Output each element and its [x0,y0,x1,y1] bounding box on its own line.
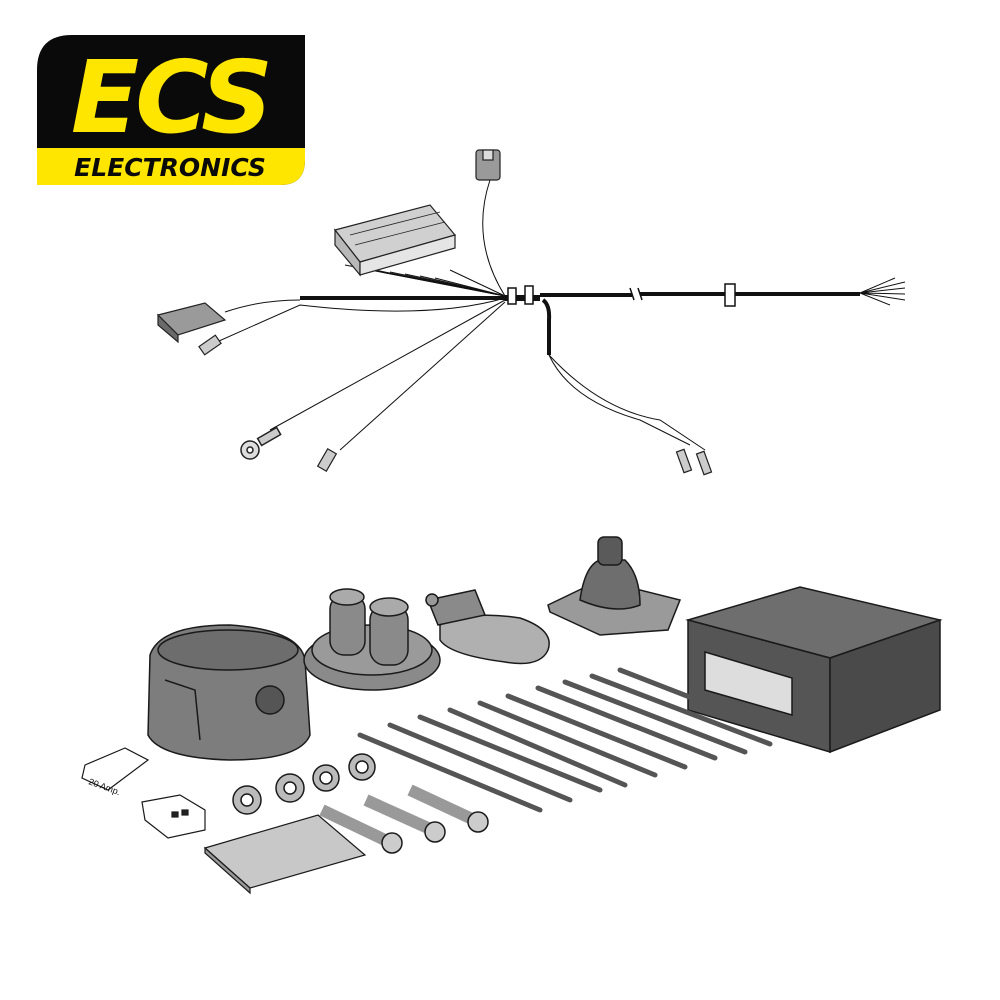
multi-pin-connector [333,204,457,277]
fuse-holder [141,794,206,839]
cable-ties [357,667,798,813]
bolts [319,784,489,854]
control-module [685,586,943,754]
adhesive-pad [203,814,367,895]
fuse-20a: 20 Amp. [81,747,150,797]
ring-terminal [240,426,282,460]
logo-brand-text: ECS [71,39,269,156]
nuts [232,753,376,815]
socket-seal-grommet [303,588,441,691]
cable-grommet [425,589,550,665]
left-connector [156,302,227,356]
tow-socket [147,624,311,761]
wiring-harness [209,179,906,451]
logo-subtitle-text: ELECTRONICS [74,153,266,182]
small-connector-top [475,149,501,181]
ecs-logo: ECS ELECTRONICS [37,35,305,185]
spade-terminals [316,448,713,476]
rubber-boot [547,536,682,636]
